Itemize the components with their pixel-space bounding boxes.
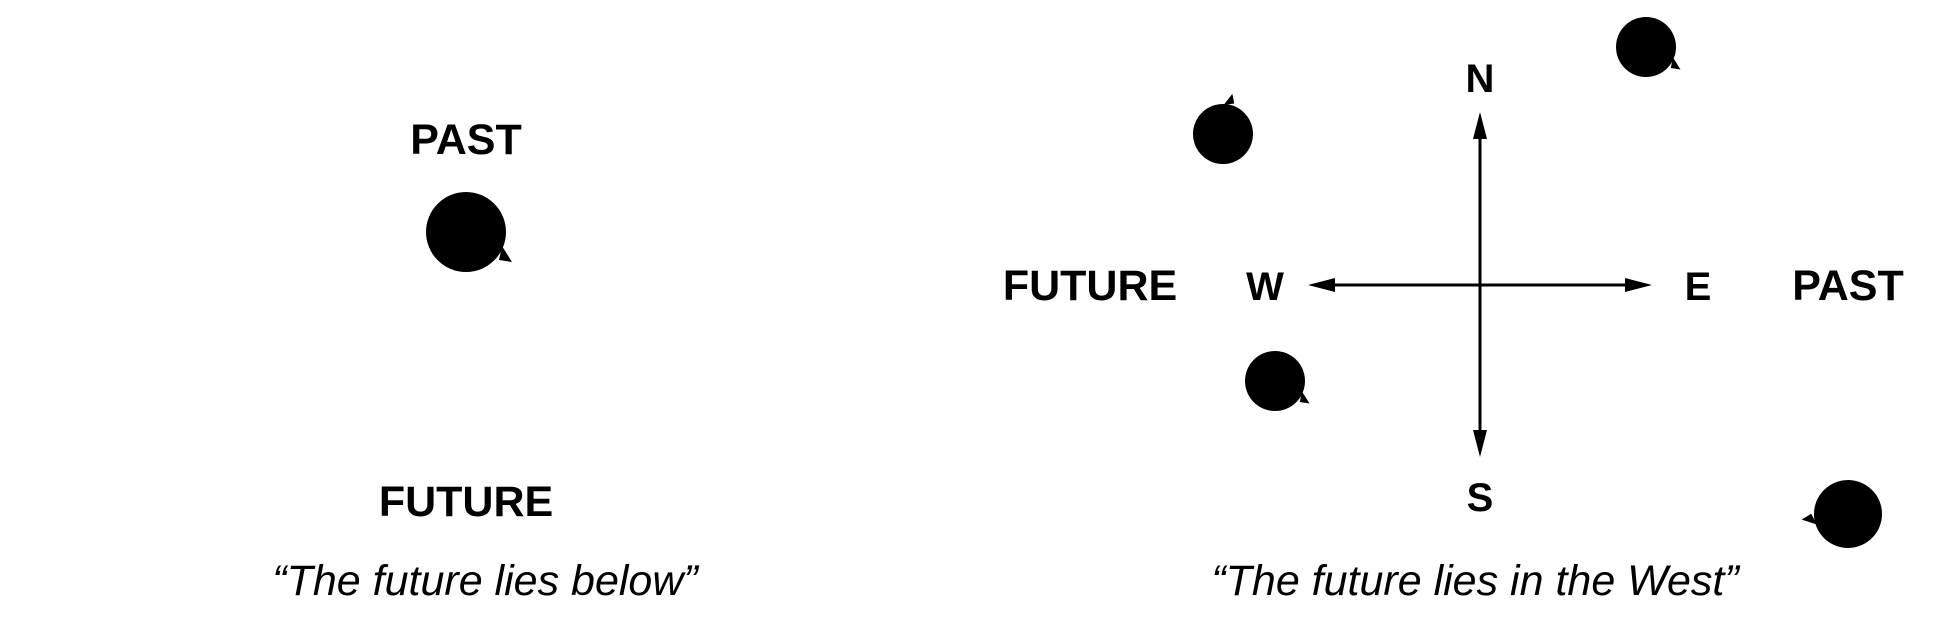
stick-figure-upright: [409, 192, 523, 482]
south-label: S: [1467, 476, 1494, 520]
south-arrowhead: [1473, 430, 1487, 457]
left-panel: PAST FUTURE “The future lies below”: [272, 116, 699, 605]
west-label: W: [1246, 265, 1284, 309]
east-label: E: [1685, 265, 1712, 309]
north-label: N: [1466, 57, 1495, 101]
west-arrowhead: [1308, 278, 1335, 292]
future-label-bottom: FUTURE: [379, 478, 553, 526]
future-label-west: FUTURE: [1003, 262, 1177, 310]
right-panel: N S W E FUTURE PAST “The future lies in …: [1003, 17, 1907, 605]
past-label-top: PAST: [410, 116, 522, 164]
stick-figure-northeast-upright: [1603, 17, 1689, 235]
north-arrowhead: [1473, 112, 1487, 139]
east-arrowhead: [1625, 278, 1652, 292]
compass: N S W E: [1246, 57, 1711, 520]
left-caption: “The future lies below”: [272, 557, 699, 605]
stick-figure-northwest-tilted: [1180, 29, 1414, 185]
stick-figure-southeast-inverted: [1674, 320, 1907, 572]
stick-figure-southwest-upright: [1232, 351, 1318, 569]
right-caption: “The future lies in the West”: [1211, 557, 1740, 605]
past-label-east: PAST: [1792, 262, 1904, 310]
